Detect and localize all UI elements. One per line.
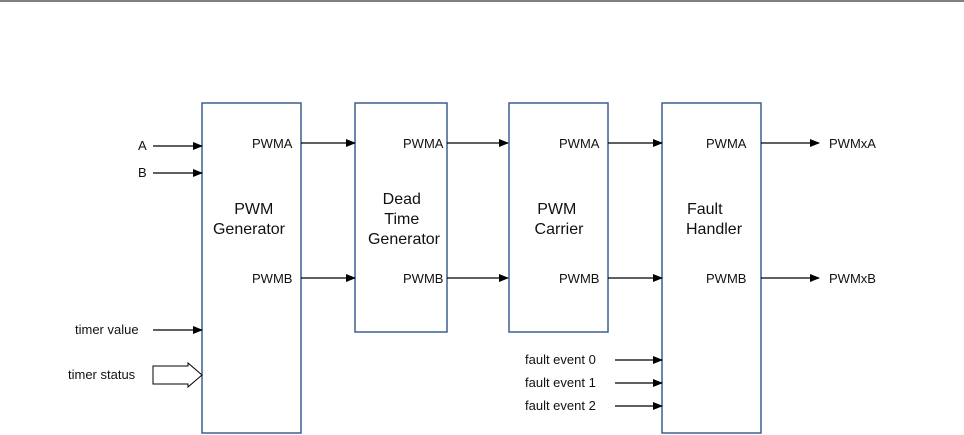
timer-status-label: timer status xyxy=(68,367,136,382)
fault-handler-block xyxy=(661,102,762,434)
pwm-generator-pwmb-label: PWMB xyxy=(252,271,292,286)
input-b-label: B xyxy=(138,165,147,180)
dead-time-pwma-label: PWMA xyxy=(403,136,444,151)
pwmxb-output-label: PWMxB xyxy=(829,271,876,286)
dead-time-generator-title: Dead Time Generator xyxy=(368,191,441,248)
pwm-carrier-pwma-label: PWMA xyxy=(559,136,600,151)
fault-event-2-label: fault event 2 xyxy=(525,398,596,413)
pwm-generator-title: PWM Generator xyxy=(213,201,286,238)
timer-value-label: timer value xyxy=(75,322,139,337)
fault-event-1-label: fault event 1 xyxy=(525,375,596,390)
fault-handler-pwma-label: PWMA xyxy=(706,136,747,151)
pwm-generator-pwma-label: PWMA xyxy=(252,136,293,151)
fault-handler-title: Fault Handler xyxy=(686,201,743,238)
pwmxa-output-label: PWMxA xyxy=(829,136,876,151)
pwm-generator-block xyxy=(201,102,302,434)
pwm-carrier-pwmb-label: PWMB xyxy=(559,271,599,286)
dead-time-pwmb-label: PWMB xyxy=(403,271,443,286)
dead-time-generator-block xyxy=(354,102,448,333)
fault-handler-pwmb-label: PWMB xyxy=(706,271,746,286)
pwm-carrier-block xyxy=(508,102,609,333)
pwm-carrier-title: PWM Carrier xyxy=(535,201,585,238)
timer-status-bus-arrow xyxy=(152,361,203,389)
fault-event-0-label: fault event 0 xyxy=(525,352,596,367)
input-a-label: A xyxy=(138,138,147,153)
